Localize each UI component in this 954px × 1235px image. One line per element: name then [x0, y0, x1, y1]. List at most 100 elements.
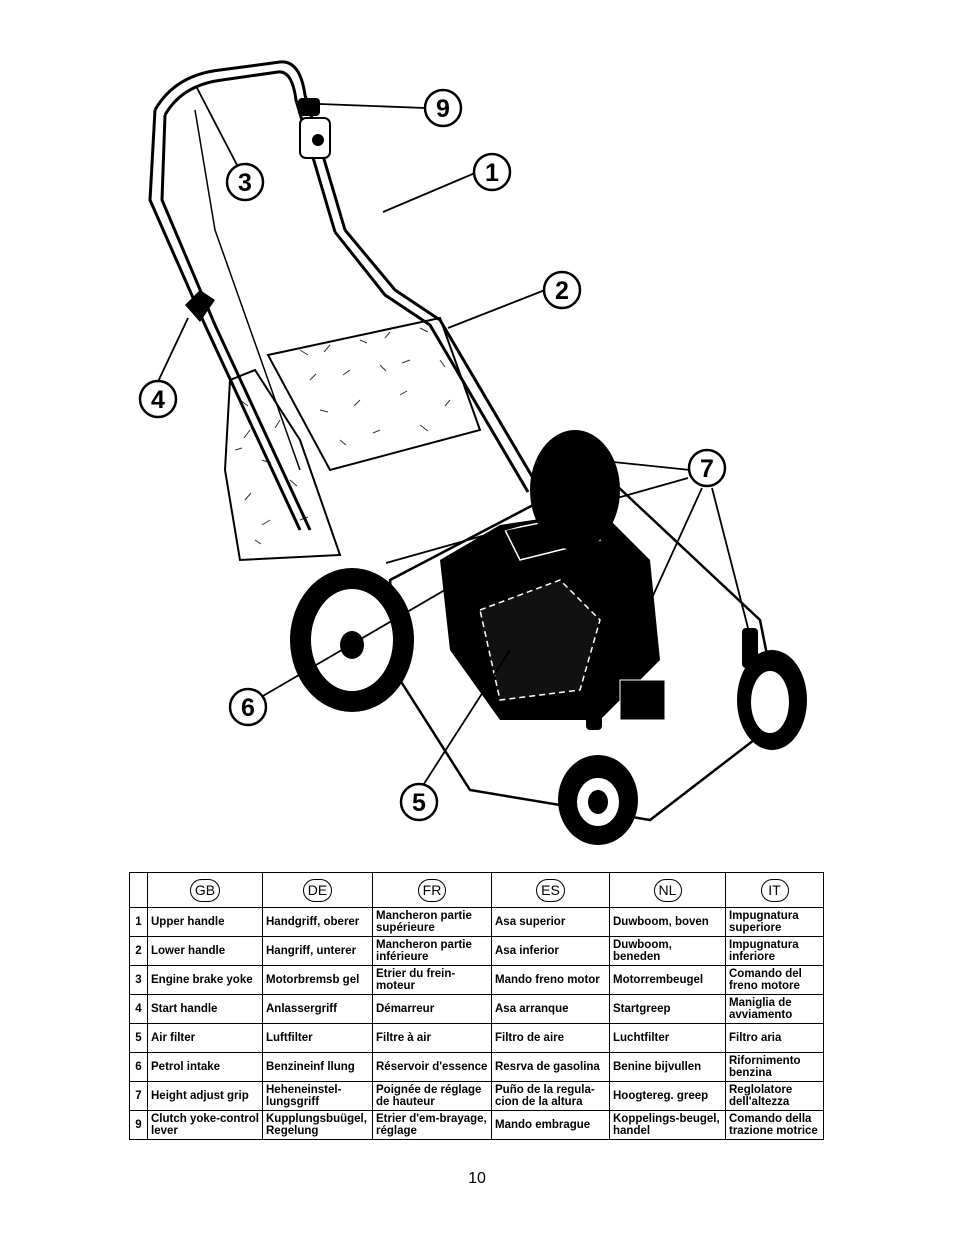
callout-2: 2	[542, 270, 582, 310]
callout-9: 9	[423, 88, 463, 128]
cell-nl: Benine bijvullen	[609, 1052, 726, 1082]
cell-fr: Réservoir d'essence	[372, 1052, 492, 1082]
row-number: 3	[129, 965, 148, 995]
table-row: 5 Air filter Luftfilter Filtre à air Fil…	[129, 1023, 824, 1053]
cell-nl: Motorrembeugel	[609, 965, 726, 995]
cell-de: Handgriff, oberer	[262, 907, 373, 937]
table-row: 3 Engine brake yoke Motorbremsb gel Etri…	[129, 965, 824, 995]
table-row: 7 Height adjust grip Heheneinstel-lungsg…	[129, 1081, 824, 1111]
header-lang-fr: FR	[372, 872, 492, 908]
wheels	[290, 430, 807, 845]
header-num-cell	[129, 872, 148, 908]
cell-gb: Upper handle	[147, 907, 263, 937]
cell-nl: Duwboom, boven	[609, 907, 726, 937]
callout-7-label: 7	[700, 455, 714, 483]
header-lang-nl: NL	[609, 872, 726, 908]
cell-de: Kupplungsbuügel, Regelung	[262, 1110, 373, 1140]
cell-es: Mando embrague	[491, 1110, 610, 1140]
cell-gb: Lower handle	[147, 936, 263, 966]
cell-fr: Etrier d'em-brayage, réglage	[372, 1110, 492, 1140]
header-lang-es: ES	[491, 872, 610, 908]
row-number: 9	[129, 1110, 148, 1140]
cell-gb: Clutch yoke-control lever	[147, 1110, 263, 1140]
cell-es: Resrva de gasolina	[491, 1052, 610, 1082]
cell-fr: Poignée de réglage de hauteur	[372, 1081, 492, 1111]
engine	[440, 510, 666, 721]
cell-fr: Filtre à air	[372, 1023, 492, 1053]
lawn-mower-illustration: 1 2 3 4 5 6 7 9	[138, 60, 807, 845]
cell-it: Comando del freno motore	[725, 965, 824, 995]
callout-4-label: 4	[151, 386, 165, 414]
grass-bag	[223, 316, 482, 562]
table-row: 1 Upper handle Handgriff, oberer Mancher…	[129, 907, 824, 937]
cell-nl: Startgreep	[609, 994, 726, 1024]
start-handle	[185, 290, 215, 322]
cell-gb: Height adjust grip	[147, 1081, 263, 1111]
row-number: 2	[129, 936, 148, 966]
table-row: 9 Clutch yoke-control lever Kupplungsbuü…	[129, 1110, 824, 1140]
cell-it: Impugnatura inferiore	[725, 936, 824, 966]
cell-de: Anlassergriff	[262, 994, 373, 1024]
lang-badge-fr: FR	[417, 878, 447, 902]
cell-it: Maniglia de avviamento	[725, 994, 824, 1024]
cell-de: Benzineinf llung	[262, 1052, 373, 1082]
cell-it: Reglolatore dell'altezza	[725, 1081, 824, 1111]
cell-gb: Air filter	[147, 1023, 263, 1053]
row-number: 6	[129, 1052, 148, 1082]
lang-badge-it: IT	[760, 878, 789, 902]
cell-de: Hangriff, unterer	[262, 936, 373, 966]
lang-badge-gb: GB	[189, 878, 221, 902]
cell-fr: Démarreur	[372, 994, 492, 1024]
parts-legend-table: GB DE FR ES NL IT 1 Upper handle Handgri…	[129, 872, 824, 1140]
cell-fr: Etrier du frein-moteur	[372, 965, 492, 995]
table-row: 6 Petrol intake Benzineinf llung Réservo…	[129, 1052, 824, 1082]
callout-leaders	[154, 87, 749, 791]
callout-6: 6	[228, 687, 268, 727]
cell-it: Rifornimento benzina	[725, 1052, 824, 1082]
cell-es: Filtro de aire	[491, 1023, 610, 1053]
cell-gb: Start handle	[147, 994, 263, 1024]
table-row: 2 Lower handle Hangriff, unterer Mancher…	[129, 936, 824, 966]
callout-1-label: 1	[485, 159, 499, 187]
cell-es: Mando freno motor	[491, 965, 610, 995]
callout-1: 1	[472, 152, 512, 192]
cell-es: Asa arranque	[491, 994, 610, 1024]
row-number: 5	[129, 1023, 148, 1053]
lang-badge-es: ES	[536, 878, 565, 902]
height-adjust-grips	[560, 448, 758, 730]
table-header-row: GB DE FR ES NL IT	[129, 872, 824, 908]
cell-nl: Luchtfilter	[609, 1023, 726, 1053]
table-row: 4 Start handle Anlassergriff Démarreur A…	[129, 994, 824, 1024]
handle	[148, 60, 542, 531]
cell-fr: Mancheron partie supérieure	[372, 907, 492, 937]
callout-7: 7	[687, 448, 727, 488]
page-number: 10	[468, 1170, 486, 1187]
callout-6-label: 6	[241, 694, 255, 722]
callout-5: 5	[399, 782, 439, 822]
cell-nl: Duwboom, beneden	[609, 936, 726, 966]
header-lang-it: IT	[725, 872, 824, 908]
row-number: 1	[129, 907, 148, 937]
header-lang-gb: GB	[147, 872, 263, 908]
row-number: 7	[129, 1081, 148, 1111]
cell-gb: Engine brake yoke	[147, 965, 263, 995]
callout-9-label: 9	[436, 95, 450, 123]
cell-de: Heheneinstel-lungsgriff	[262, 1081, 373, 1111]
cell-nl: Hoogtereg. greep	[609, 1081, 726, 1111]
callout-3-label: 3	[238, 169, 252, 197]
cell-fr: Mancheron partie inférieure	[372, 936, 492, 966]
cell-it: Comando della trazione motrice	[725, 1110, 824, 1140]
cell-de: Motorbremsb gel	[262, 965, 373, 995]
callout-5-label: 5	[412, 789, 426, 817]
cell-de: Luftfilter	[262, 1023, 373, 1053]
lang-badge-nl: NL	[653, 878, 682, 902]
cell-it: Impugnatura superiore	[725, 907, 824, 937]
lang-badge-de: DE	[302, 878, 333, 902]
cell-gb: Petrol intake	[147, 1052, 263, 1082]
cell-es: Asa inferior	[491, 936, 610, 966]
callout-2-label: 2	[555, 277, 569, 305]
header-lang-de: DE	[262, 872, 373, 908]
callout-3: 3	[225, 162, 265, 202]
cell-nl: Koppelings-beugel, handel	[609, 1110, 726, 1140]
cell-es: Asa superior	[491, 907, 610, 937]
